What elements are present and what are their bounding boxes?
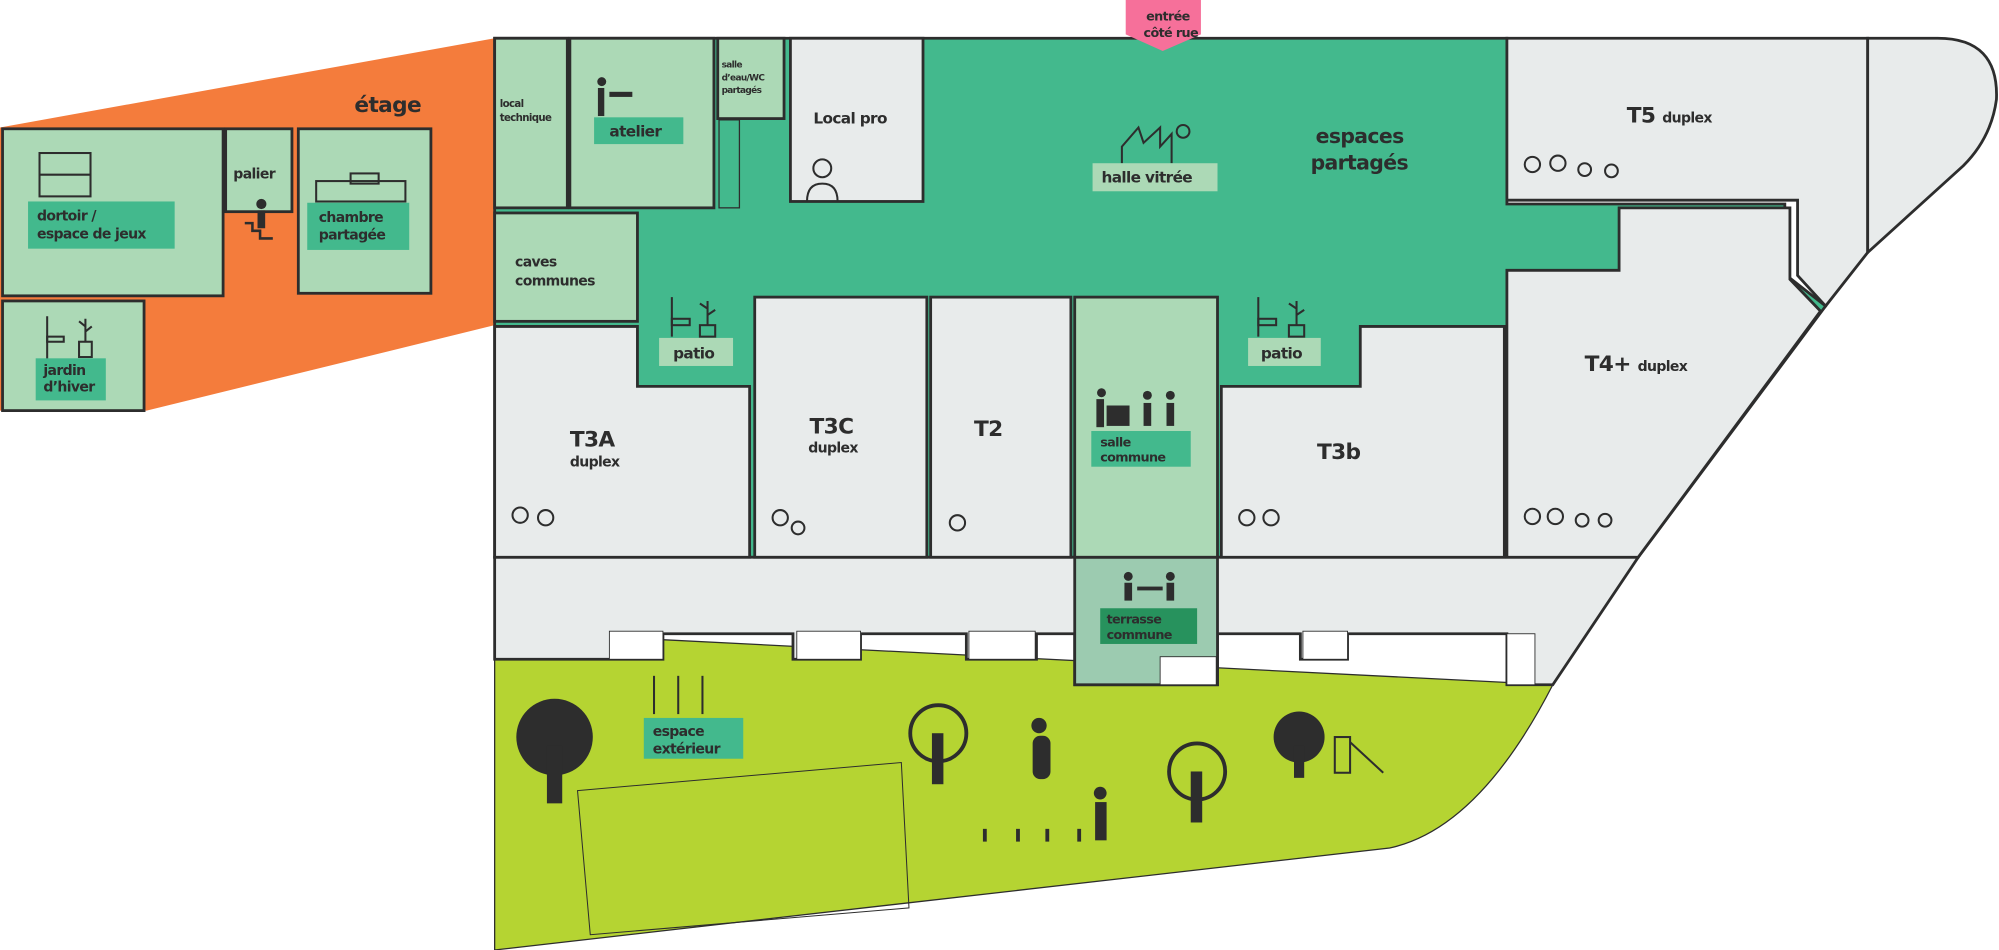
label-salle-commune	[1091, 431, 1191, 467]
label-dortoir	[28, 201, 175, 249]
tree-icon	[516, 698, 593, 804]
label-t4: T4+ duplex	[1585, 352, 1688, 377]
playground-slide-icon	[1333, 736, 1384, 774]
dining-people-icon	[1096, 388, 1175, 428]
receptionist-icon	[805, 158, 839, 202]
room-t3a	[493, 325, 752, 559]
room-caves	[493, 211, 639, 323]
svg-text:patio: patio	[1261, 344, 1302, 362]
room-local-pro	[789, 36, 925, 203]
chair-plant-icon	[670, 297, 717, 338]
stairs-person-icon	[244, 198, 273, 240]
room-salle-commune	[1073, 295, 1219, 559]
chair-plant-icon	[1257, 297, 1306, 338]
room-t4	[1505, 206, 1823, 559]
label-local-pro: Local pro	[813, 110, 887, 128]
tree-icon	[1167, 741, 1228, 823]
garden-plot	[576, 761, 910, 936]
room-local-technique	[493, 36, 569, 210]
svg-text:patio: patio	[673, 344, 714, 362]
svg-text:dortoir /espace de jeux: dortoir /espace de jeux	[37, 209, 146, 243]
elderly-person-icon	[1031, 717, 1051, 780]
label-patio-left	[659, 337, 734, 366]
label-halle-vitree	[1092, 163, 1218, 192]
family-icons	[511, 154, 1619, 536]
wheat-icon	[652, 675, 704, 715]
tree-icon	[908, 703, 969, 785]
room-t2	[929, 295, 1073, 559]
glass-hall-icon	[1120, 123, 1191, 164]
svg-text:atelier: atelier	[609, 122, 662, 140]
room-t3c	[753, 295, 929, 559]
bed-icon	[315, 172, 407, 203]
seedlings-icon	[982, 828, 1082, 842]
label-t3b: T3b	[1317, 440, 1361, 465]
room-salle-eau	[716, 36, 786, 120]
stairs	[718, 119, 741, 209]
gardener-icon	[1093, 786, 1107, 841]
chair-plant-icon	[46, 316, 93, 360]
label-atelier	[594, 117, 684, 145]
terrace-people-icon	[1123, 571, 1175, 601]
svg-text:halle vitrée: halle vitrée	[1101, 168, 1192, 186]
terrace-stairs	[608, 630, 1536, 686]
label-terrasse-commune	[1100, 608, 1198, 644]
label-patio-right	[1248, 337, 1321, 366]
label-jardin-hiver	[35, 358, 106, 401]
workshop-icon	[597, 77, 633, 117]
label-chambre	[307, 202, 410, 250]
garden-area	[494, 630, 1554, 950]
room-t3b	[1219, 325, 1506, 559]
label-t5: T5 duplex	[1627, 103, 1713, 128]
tree-icon	[1273, 711, 1325, 778]
bunk-bed-icon	[38, 152, 92, 198]
label-espace-exterieur	[643, 717, 744, 759]
label-palier: palier	[233, 167, 275, 183]
label-t2: T2	[974, 417, 1003, 442]
corner-terrace	[1866, 36, 1998, 256]
upper-floor-title: étage	[354, 93, 421, 118]
